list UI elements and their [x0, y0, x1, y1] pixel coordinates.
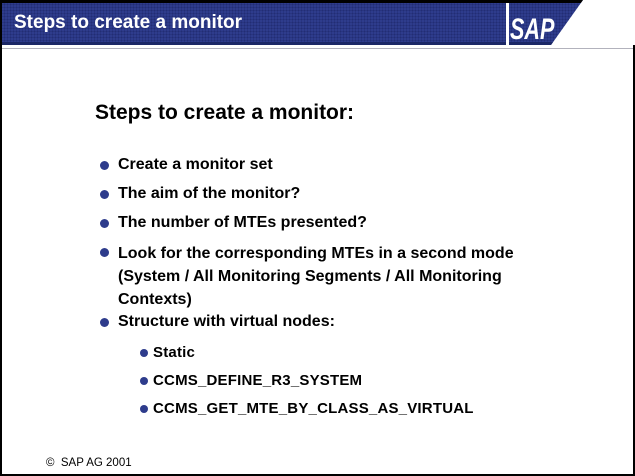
list-item-label: Look for the corresponding MTEs in a sec…	[118, 245, 514, 308]
page-title: Steps to create a monitor:	[95, 101, 355, 124]
list-item: The number of MTEs presented?	[100, 213, 575, 233]
list-item: Create a monitor set	[100, 155, 575, 175]
bullet-icon	[140, 405, 148, 413]
sub-list-item: Static	[140, 343, 575, 363]
list-item: Structure with virtual nodes:	[100, 312, 575, 332]
bullet-icon	[100, 219, 109, 228]
sub-list-item-label: CCMS_DEFINE_R3_SYSTEM	[153, 372, 363, 389]
bullet-icon	[140, 349, 148, 357]
sub-bullet-list: Static CCMS_DEFINE_R3_SYSTEM CCMS_GET_MT…	[140, 343, 575, 419]
header-bar: SAP Steps to create a monitor	[0, 0, 635, 45]
header-title: Steps to create a monitor	[14, 12, 243, 33]
frame-border-bottom	[0, 474, 635, 476]
list-item: Look for the corresponding MTEs in a sec…	[100, 242, 575, 311]
sub-list-item-label: CCMS_GET_MTE_BY_CLASS_AS_VIRTUAL	[153, 400, 474, 417]
header-shadow-line	[0, 48, 635, 49]
list-item: The aim of the monitor?	[100, 184, 575, 204]
bullet-list: Create a monitor set The aim of the moni…	[100, 155, 575, 427]
sub-list-item: CCMS_DEFINE_R3_SYSTEM	[140, 371, 575, 391]
bullet-icon	[100, 248, 109, 257]
header-navy-shape: SAP	[0, 0, 583, 45]
copyright-text: © SAP AG 2001	[46, 457, 132, 469]
sub-list-item: CCMS_GET_MTE_BY_CLASS_AS_VIRTUAL	[140, 399, 575, 419]
list-item-label: The number of MTEs presented?	[118, 214, 367, 231]
list-item-label: Create a monitor set	[118, 156, 273, 173]
bullet-icon	[100, 190, 109, 199]
frame-border-left	[0, 0, 2, 476]
bullet-icon	[100, 161, 109, 170]
bullet-icon	[140, 377, 148, 385]
frame-border-right	[633, 45, 635, 476]
bullet-icon	[100, 318, 109, 327]
logo-separator-line	[506, 3, 509, 45]
sub-list-item-label: Static	[153, 344, 196, 361]
list-item-label: The aim of the monitor?	[118, 185, 301, 202]
list-item-label: Structure with virtual nodes:	[118, 313, 335, 330]
sap-logo: SAP	[510, 13, 555, 46]
